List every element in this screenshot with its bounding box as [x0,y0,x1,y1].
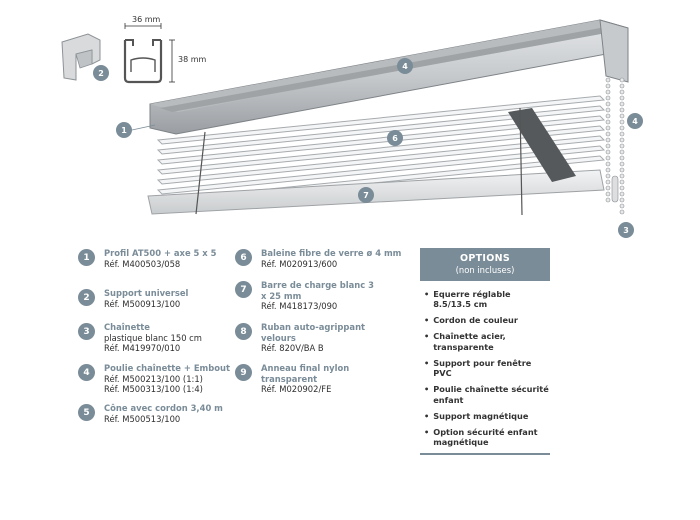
universal-bracket-illustration [61,33,101,81]
part-title: Ruban auto-agrippant velours [261,322,366,343]
part-number-badge: 3 [78,323,95,340]
part-ref: Réf. M419970/010 [104,343,181,354]
option-item: •Equerre réglable 8.5/13.5 cm [424,289,511,310]
part-item-1: 1 Profil AT500 + axe 5 x 5 Réf. M400503/… [78,248,248,269]
part-desc: plastique blanc 150 cm [104,332,202,343]
svg-text:7: 7 [363,191,369,200]
part-title: Poulie chaînette + Embout [104,363,230,373]
chain-cone [611,175,619,203]
part-number-badge: 2 [78,289,95,306]
part-item-7: 7 Barre de charge blanc 3 x 25 mm Réf. M… [235,280,405,312]
option-item: •Option sécurité enfant magnétique [424,426,538,448]
head-rail [149,19,629,135]
option-item: •Chaînette acier, transparente [424,331,506,352]
part-title: Baleine fibre de verre ø 4 mm [261,248,402,258]
part-item-4: 4 Poulie chaînette + Embout Réf. M500213… [78,363,248,395]
option-item: •Poulie chaînette sécurité enfant [424,384,549,405]
part-ref: Réf. 820V/BA B [261,343,324,354]
options-list: •Equerre réglable 8.5/13.5 cm •Cordon de… [420,289,550,447]
width-dimension-label: 36 mm [132,15,161,24]
part-item-8: 8 Ruban auto-agrippant velours Réf. 820V… [235,322,405,354]
part-ref: Réf. M500313/100 (1:4) [104,384,203,395]
part-title: Barre de charge blanc 3 x 25 mm [261,280,374,301]
part-item-9: 9 Anneau final nylon transparent Réf. M0… [235,363,405,395]
bottom-load-bar [147,169,605,215]
part-ref: Réf. M418173/090 [261,301,338,312]
options-panel: OPTIONS (non incluses) •Equerre réglable… [420,248,550,456]
part-item-6: 6 Baleine fibre de verre ø 4 mm Réf. M02… [235,248,405,269]
callout-2: 2 [93,65,109,81]
part-number-badge: 9 [235,364,252,381]
part-number-badge: 7 [235,281,252,298]
part-ref: Réf. M500213/100 (1:1) [104,373,203,384]
part-number-badge: 1 [78,249,95,266]
cord-left [195,131,206,215]
part-number-badge: 6 [235,249,252,266]
part-ref: Réf. M020902/FE [261,384,332,395]
part-ref: Réf. M400503/058 [104,258,181,269]
velcro-strip [508,108,576,182]
part-ref: Réf. M500513/100 [104,413,181,424]
callout-3: 3 [618,222,634,238]
svg-text:4: 4 [402,62,408,71]
svg-text:6: 6 [392,134,398,143]
callout-4-pulley: 4 [627,113,643,129]
options-bottom-rule [420,453,550,456]
part-number-badge: 5 [78,404,95,421]
blind-illustration: 36 mm 38 mm [61,15,643,238]
part-title: Anneau final nylon transparent [261,363,350,384]
option-item: •Support pour fenêtre PVC [424,357,532,379]
part-number-badge: 8 [235,323,252,340]
option-item: •Cordon de couleur [424,315,518,326]
part-title: Profil AT500 + axe 5 x 5 [104,248,217,258]
part-number-badge: 4 [78,364,95,381]
callout-7: 7 [358,187,374,203]
height-dimension-label: 38 mm [178,55,207,64]
callout-6: 6 [387,130,403,146]
part-item-2: 2 Support universel Réf. M500913/100 [78,288,248,309]
part-item-5: 5 Cône avec cordon 3,40 m Réf. M500513/1… [78,403,248,424]
part-title: Cône avec cordon 3,40 m [104,403,223,413]
callout-4-rail: 4 [397,58,413,74]
part-item-3: 3 Chaînette plastique blanc 150 cm Réf. … [78,322,248,354]
profile-cross-section: 36 mm 38 mm [123,15,207,84]
callout-1: 1 [116,122,156,138]
part-ref: Réf. M500913/100 [104,298,181,309]
options-subtitle: (non incluses) [455,265,515,275]
part-title: Chaînette [104,322,150,332]
bead-chain [605,77,625,215]
cord-right [519,107,523,216]
options-header: OPTIONS (non incluses) [420,248,550,281]
options-title: OPTIONS [459,253,511,264]
part-ref: Réf. M020913/600 [261,258,338,269]
svg-text:3: 3 [623,226,629,235]
part-title: Support universel [104,288,189,298]
svg-text:2: 2 [98,69,104,78]
option-item: •Support magnétique [424,410,529,421]
svg-text:4: 4 [632,117,638,126]
svg-text:1: 1 [121,126,127,135]
